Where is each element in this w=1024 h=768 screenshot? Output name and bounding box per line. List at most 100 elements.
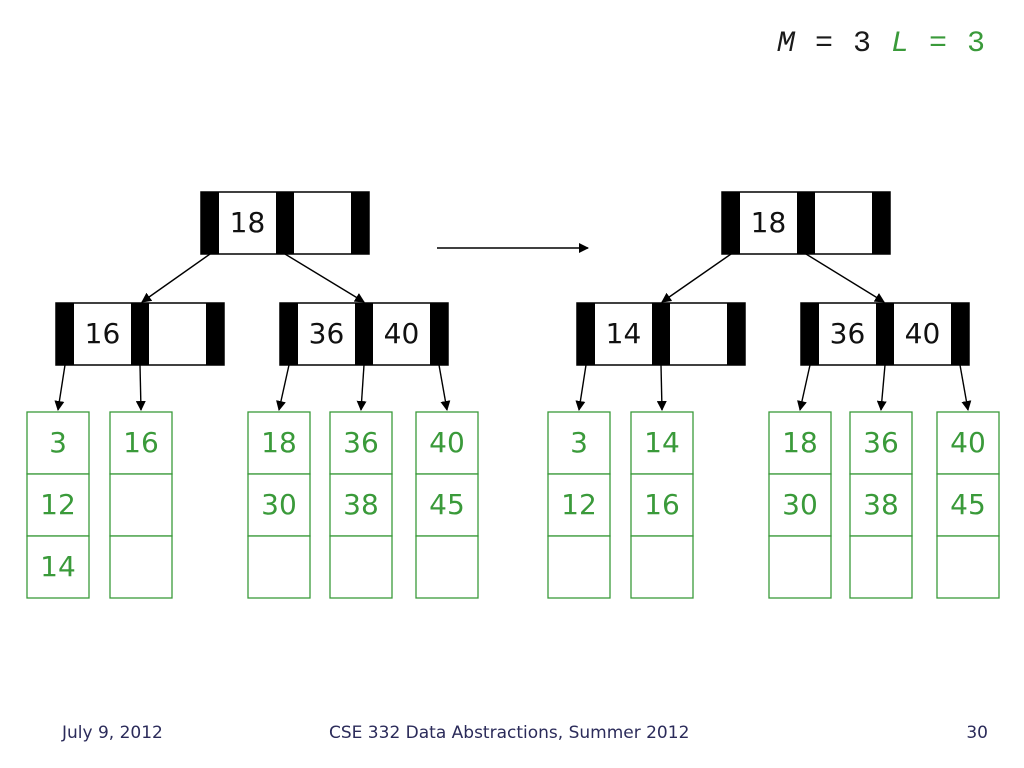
after-leaf-link-2 (797, 364, 811, 411)
after-root-link-0 (661, 253, 732, 303)
before-leaf-1: 16 (109, 411, 173, 599)
before-leaf-4-value-0: 40 (429, 426, 465, 459)
before-leaf-4: 40 45 (415, 411, 479, 599)
after-internal-node-1-pointer-0 (801, 303, 819, 365)
before-internal-node-0-key-0: 16 (85, 317, 121, 350)
before-leaf-4-value-1: 45 (429, 488, 465, 521)
before-leaf-link-2 (276, 364, 290, 411)
after-leaf-2-cell-2 (768, 535, 832, 599)
before-leaf-2-cell-1 (247, 473, 311, 537)
after-leaf-4-cell-0 (936, 411, 1000, 475)
after-internal-node-0-pointer-0 (577, 303, 595, 365)
l-value: = 3 (909, 27, 986, 61)
before-leaf-2-value-1: 30 (261, 488, 297, 521)
after-leaf-0-cell-1 (547, 473, 611, 537)
before-leaf-0-cell-1 (26, 473, 90, 537)
m-variable: M (776, 27, 796, 61)
after-leaf-link-1 (656, 364, 667, 411)
before-internal-node-1-key-0: 36 (309, 317, 345, 350)
after-leaf-3-value-0: 36 (863, 426, 899, 459)
after-internal-node-0: 14 (576, 302, 746, 366)
before-leaf-4-cell-2 (415, 535, 479, 599)
before-root-node-pointer-2 (351, 192, 369, 254)
before-internal-node-0: 16 (55, 302, 225, 366)
before-leaf-0-value-2: 14 (40, 550, 76, 583)
before-leaf-1-value-0: 16 (123, 426, 159, 459)
before-leaf-3-cell-2 (329, 535, 393, 599)
before-leaf-1-cell-2 (109, 535, 173, 599)
footer-date: July 9, 2012 (62, 723, 163, 743)
after-internal-node-0-pointer-2 (727, 303, 745, 365)
before-leaf-2-cell-2 (247, 535, 311, 599)
after-root-node-pointer-0 (722, 192, 740, 254)
before-leaf-1-cell-0 (109, 411, 173, 475)
before-leaf-0-cell-0 (26, 411, 90, 475)
m-parameter: M = 3 (777, 27, 891, 61)
before-leaf-2-value-0: 18 (261, 426, 297, 459)
after-leaf-4-cell-2 (936, 535, 1000, 599)
l-variable: L (890, 27, 910, 61)
after-root-node: 18 (721, 191, 891, 255)
before-internal-node-0-pointer-1 (131, 303, 149, 365)
after-leaf-2-cell-0 (768, 411, 832, 475)
after-leaf-3-cell-1 (849, 473, 913, 537)
after-internal-node-0-pointer-1 (652, 303, 670, 365)
tree-parameters: M = 3 L = 3 (777, 27, 986, 61)
after-root-node-key-0: 18 (751, 206, 787, 239)
after-internal-node-1-key-1: 40 (905, 317, 941, 350)
footer-page-number: 30 (966, 723, 988, 743)
after-leaf-link-3 (876, 364, 887, 411)
before-leaf-4-cell-0 (415, 411, 479, 475)
before-root-link-1 (284, 253, 365, 303)
before-internal-node-1-pointer-1 (355, 303, 373, 365)
after-leaf-1-cell-2 (630, 535, 694, 599)
before-root-link-0 (141, 253, 211, 303)
before-leaf-0-value-0: 3 (49, 426, 67, 459)
footer-course: CSE 332 Data Abstractions, Summer 2012 (329, 723, 690, 743)
after-leaf-0-value-0: 3 (570, 426, 588, 459)
after-leaf-3-cell-2 (849, 535, 913, 599)
after-root-node-pointer-1 (797, 192, 815, 254)
after-leaf-0-cell-2 (547, 535, 611, 599)
after-internal-node-1-pointer-1 (876, 303, 894, 365)
before-leaf-3-cell-0 (329, 411, 393, 475)
after-internal-node-1-pointer-2 (951, 303, 969, 365)
before-leaf-0-value-1: 12 (40, 488, 76, 521)
after-leaf-2-value-0: 18 (782, 426, 818, 459)
after-leaf-link-0 (575, 364, 587, 411)
before-leaf-4-cell-1 (415, 473, 479, 537)
before-internal-node-1-pointer-2 (430, 303, 448, 365)
after-leaf-link-4 (959, 364, 972, 411)
l-parameter: L = 3 (891, 27, 986, 61)
after-leaf-1-cell-0 (630, 411, 694, 475)
before-root-node: 18 (200, 191, 370, 255)
before-leaf-1-cell-1 (109, 473, 173, 537)
after-leaf-1-cell-1 (630, 473, 694, 537)
after-leaf-0: 3 12 (547, 411, 611, 599)
after-leaf-2-value-1: 30 (782, 488, 818, 521)
before-internal-node-0-pointer-2 (206, 303, 224, 365)
before-internal-node-1-pointer-0 (280, 303, 298, 365)
after-leaf-0-value-1: 12 (561, 488, 597, 521)
before-leaf-3-value-0: 36 (343, 426, 379, 459)
after-leaf-1-value-0: 14 (644, 426, 680, 459)
after-leaf-3-value-1: 38 (863, 488, 899, 521)
after-leaf-4-value-0: 40 (950, 426, 986, 459)
before-leaf-0: 3 12 14 (26, 411, 90, 599)
before-root-node-pointer-1 (276, 192, 294, 254)
before-leaf-link-4 (438, 364, 451, 411)
m-value: = 3 (795, 27, 891, 61)
after-internal-node-0-key-0: 14 (606, 317, 642, 350)
after-leaf-2-cell-1 (768, 473, 832, 537)
before-root-node-key-0: 18 (230, 206, 266, 239)
before-leaf-0-cell-2 (26, 535, 90, 599)
before-leaf-link-3 (356, 364, 367, 411)
